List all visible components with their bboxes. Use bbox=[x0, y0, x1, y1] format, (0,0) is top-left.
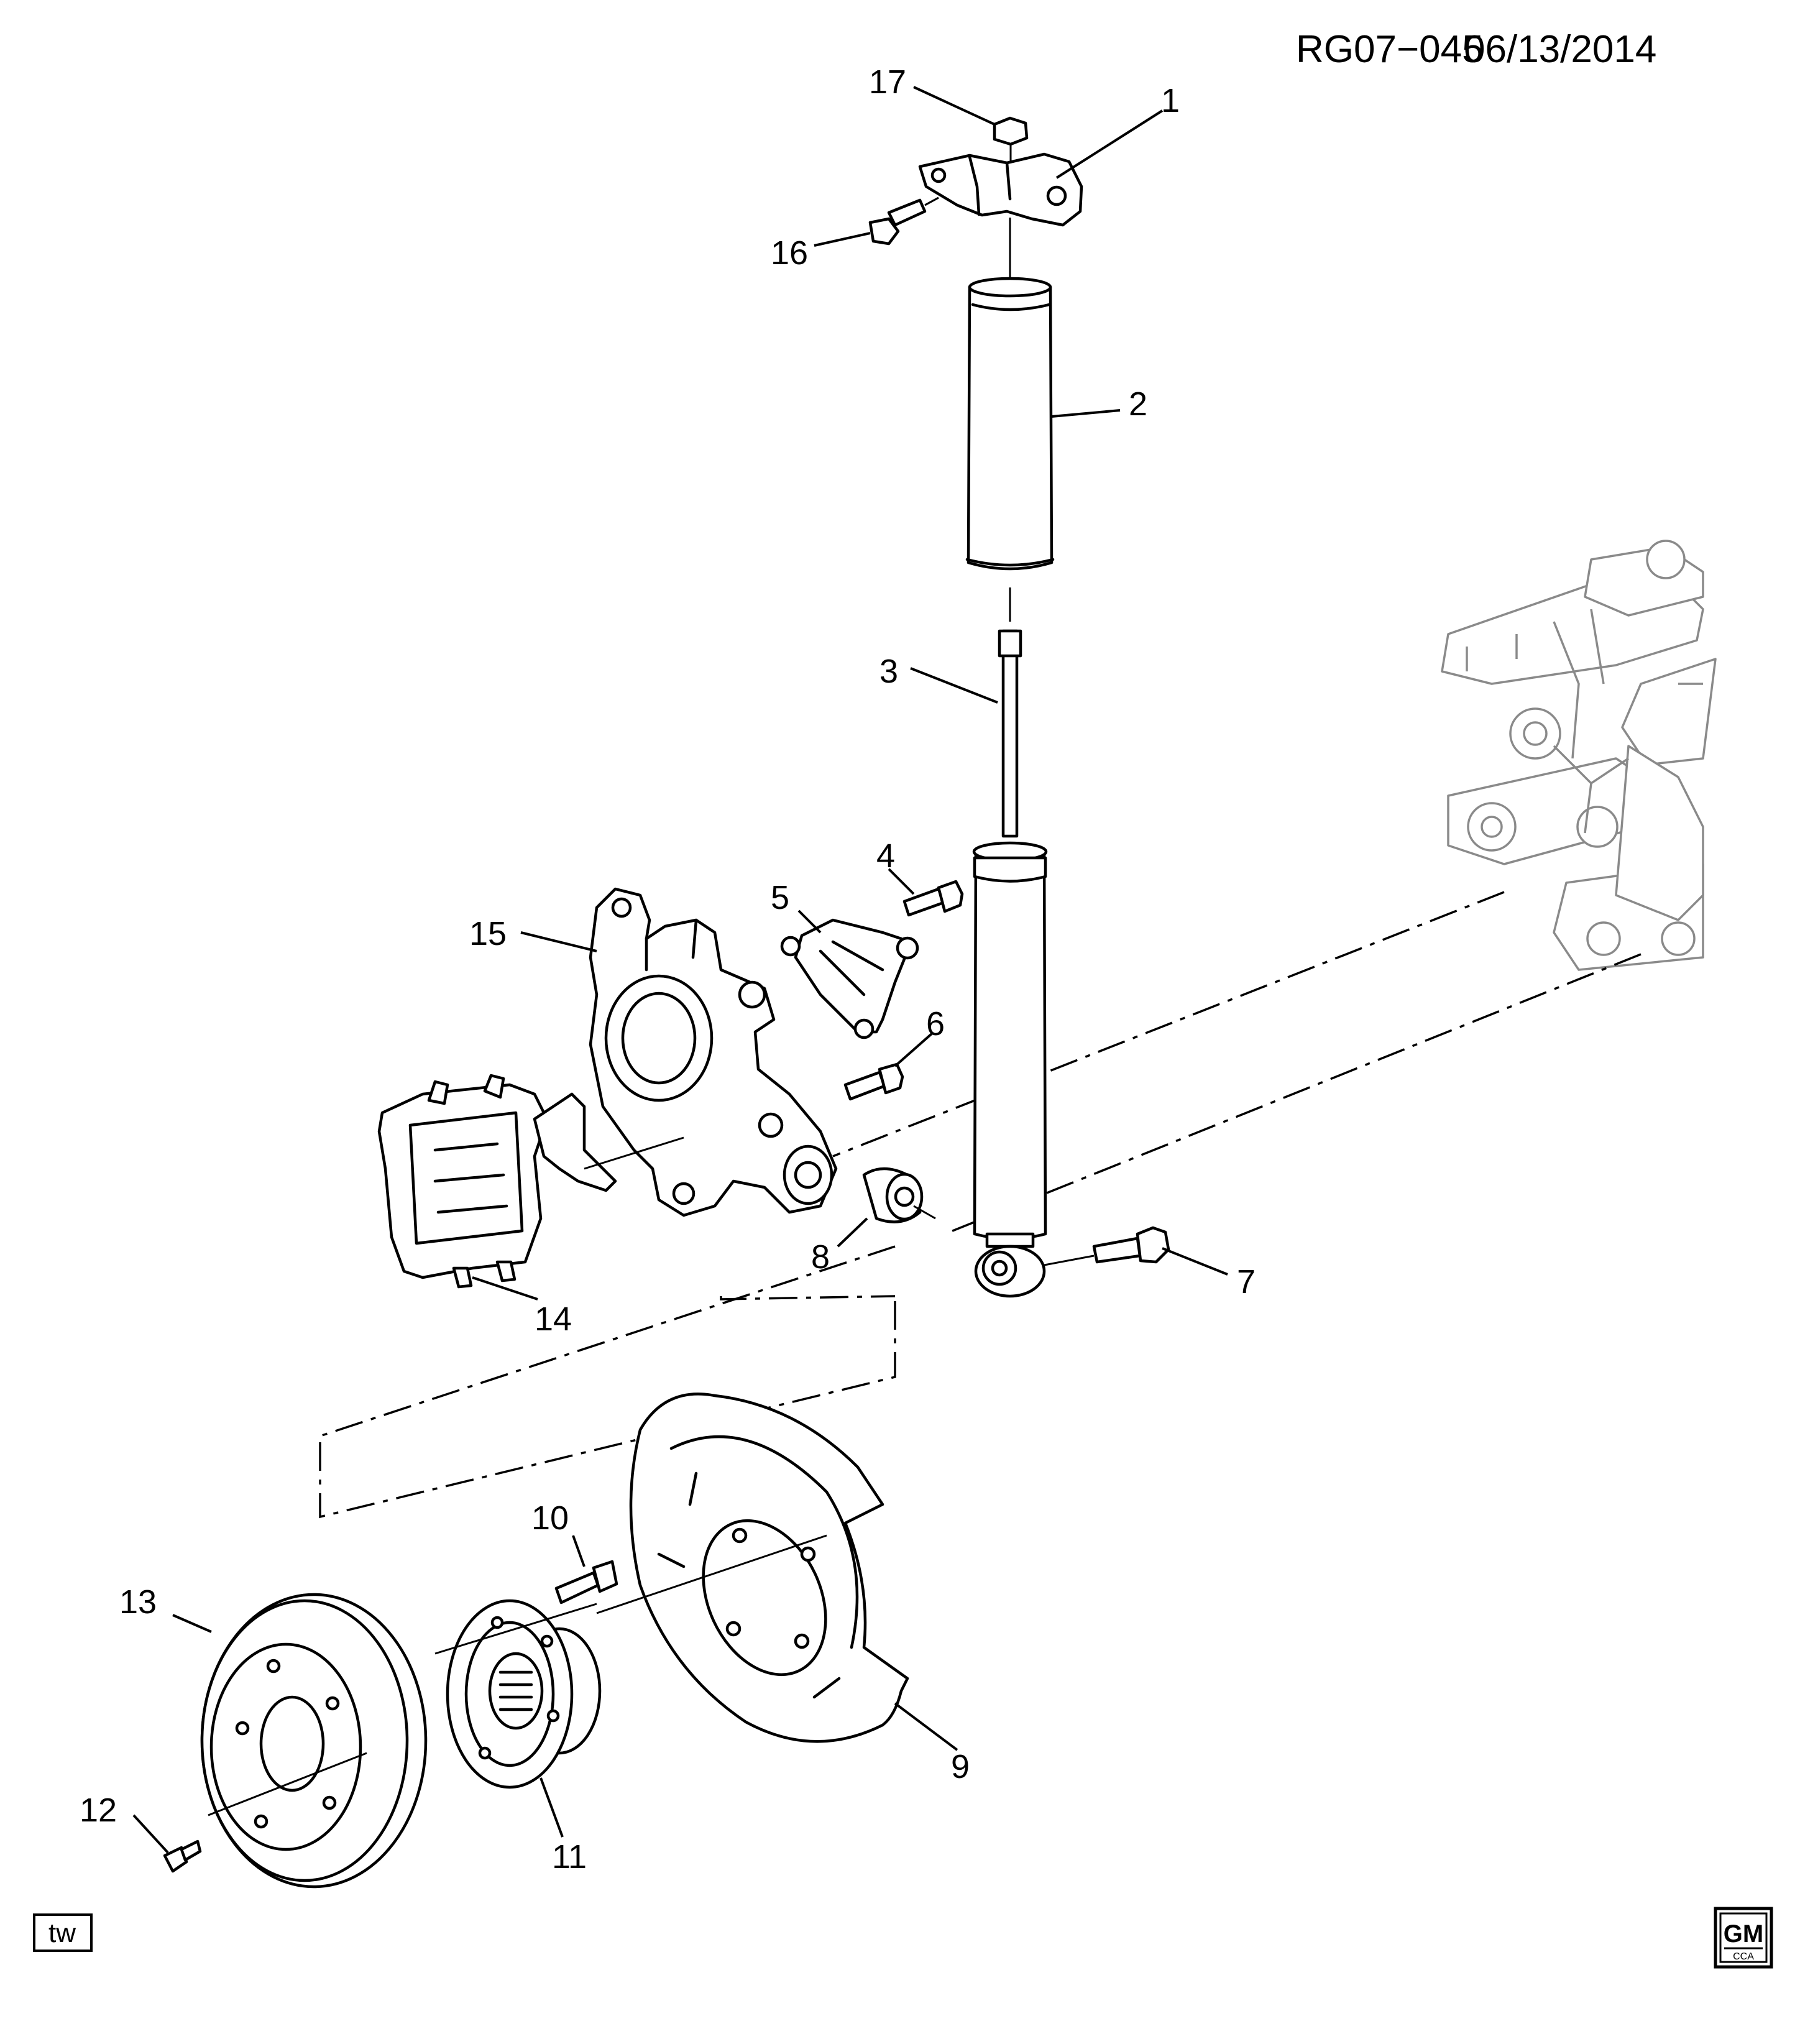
brake-caliper bbox=[377, 1074, 684, 1289]
mount-nut bbox=[993, 116, 1029, 163]
callout-leaders bbox=[132, 86, 1228, 1854]
callout-17: 17 bbox=[869, 63, 906, 101]
callout-5: 5 bbox=[771, 879, 789, 916]
knuckle-bolt-lower bbox=[843, 1062, 904, 1101]
brake-rotor bbox=[200, 1593, 428, 1889]
callout-10: 10 bbox=[531, 1499, 569, 1537]
callout-3: 3 bbox=[879, 653, 898, 690]
tw-tag-text: tw bbox=[48, 1918, 76, 1948]
alignment-lines bbox=[319, 891, 1642, 1519]
rotor-retaining-screw bbox=[163, 1839, 202, 1873]
context-suspension-assembly bbox=[1441, 540, 1717, 971]
wheel-hub-bearing bbox=[434, 1534, 827, 1789]
gm-logo-subtext: CCA bbox=[1733, 1951, 1754, 1962]
gm-logo-text: GM bbox=[1724, 1920, 1763, 1948]
wheel-stud bbox=[554, 1560, 618, 1604]
callout-labels: 1 2 3 4 5 6 7 8 9 10 11 12 13 14 15 16 1… bbox=[80, 63, 1256, 1876]
shock-absorber bbox=[972, 629, 1048, 1298]
callout-14: 14 bbox=[535, 1301, 572, 1338]
callout-2: 2 bbox=[1129, 385, 1147, 423]
diagram-date: 06/13/2014 bbox=[1464, 28, 1656, 71]
callout-16: 16 bbox=[771, 234, 808, 272]
gm-logo: GM CCA bbox=[1714, 1907, 1773, 1969]
callout-9: 9 bbox=[951, 1748, 970, 1785]
callout-8: 8 bbox=[811, 1238, 830, 1276]
wheel-speed-sensor-cover bbox=[780, 918, 919, 1039]
shock-lower-bolt bbox=[1044, 1226, 1170, 1266]
callout-13: 13 bbox=[119, 1583, 157, 1621]
callout-12: 12 bbox=[80, 1792, 117, 1829]
callout-15: 15 bbox=[469, 915, 507, 952]
knuckle-bolt-upper bbox=[902, 880, 964, 917]
mount-bolt bbox=[868, 196, 939, 246]
knuckle-bushing bbox=[862, 1167, 936, 1223]
diagram-id: RG07−045 bbox=[1296, 28, 1484, 71]
brake-splash-shield bbox=[629, 1393, 909, 1743]
tw-tag: tw bbox=[33, 1913, 93, 1952]
callout-4: 4 bbox=[876, 837, 895, 875]
callout-11: 11 bbox=[552, 1838, 587, 1876]
callout-7: 7 bbox=[1237, 1263, 1256, 1301]
steering-knuckle bbox=[589, 887, 838, 1217]
dust-boot bbox=[965, 277, 1055, 571]
upper-mount-bracket bbox=[918, 152, 1083, 227]
callout-6: 6 bbox=[926, 1005, 945, 1043]
callout-1: 1 bbox=[1161, 82, 1180, 119]
